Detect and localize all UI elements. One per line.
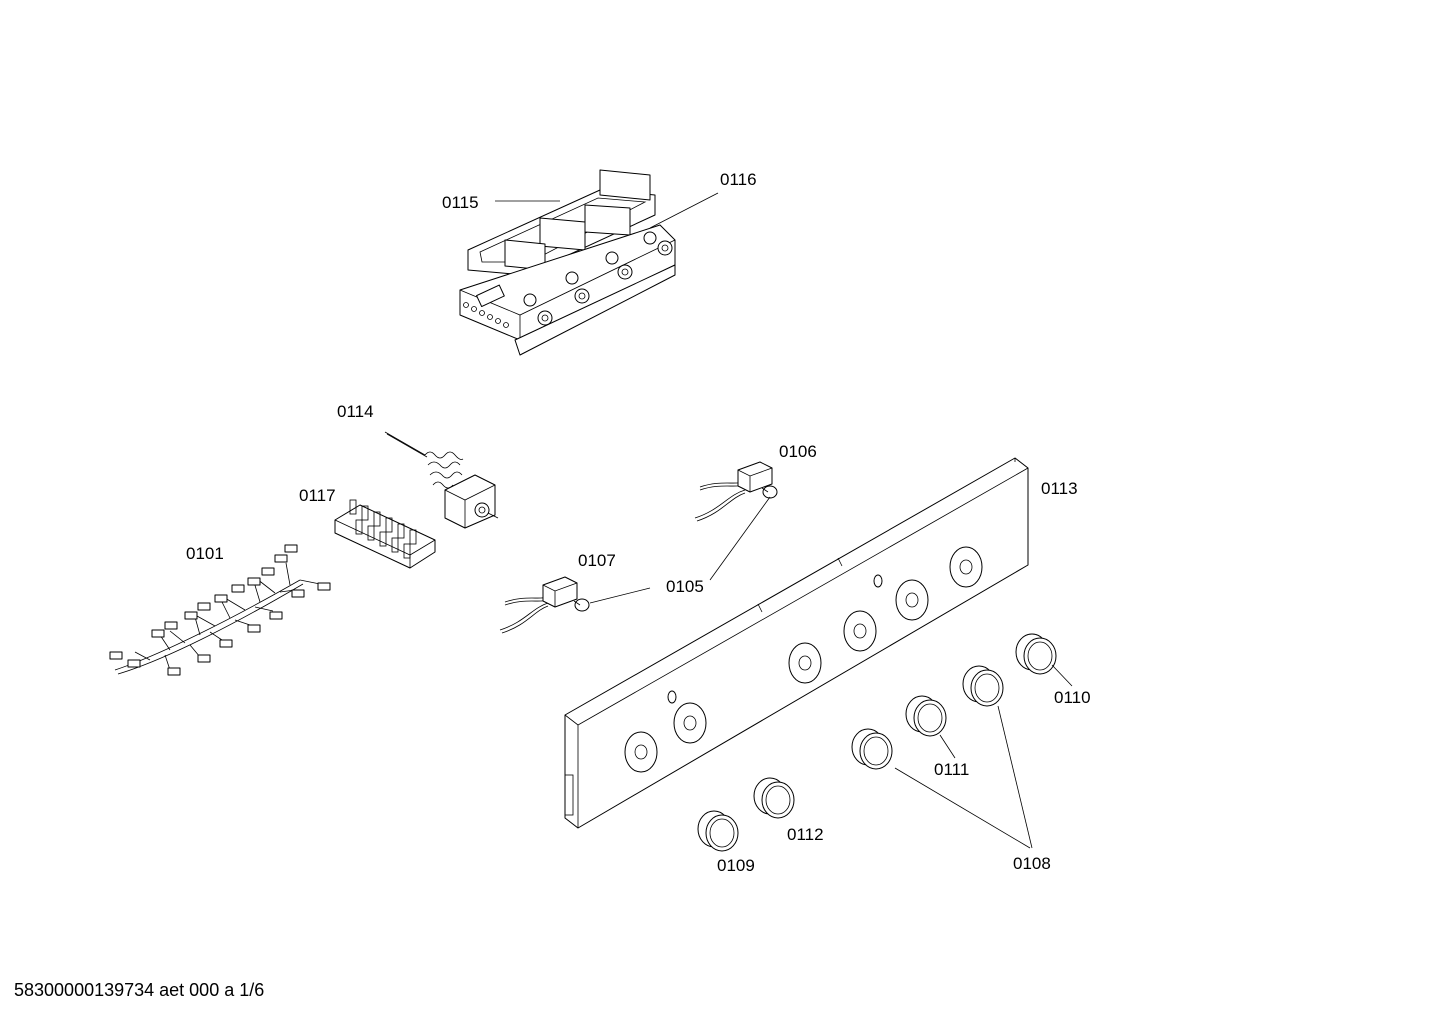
leader-0108-a	[894, 767, 1031, 849]
label-0101: 0101	[186, 544, 224, 563]
label-0106: 0106	[779, 442, 817, 461]
leader-0105-a	[589, 587, 651, 604]
label-0110: 0110	[1054, 688, 1091, 707]
knob-0108-a	[851, 728, 893, 770]
knob-0111	[905, 695, 947, 737]
leader-0111	[939, 734, 956, 759]
part-0114-thermostat	[384, 431, 499, 529]
label-0116: 0116	[720, 170, 757, 189]
knob-0109	[697, 810, 739, 852]
label-0115: 0115	[442, 193, 479, 212]
label-0114: 0114	[337, 402, 374, 421]
label-0117: 0117	[299, 486, 336, 505]
part-0117-terminal-block	[334, 499, 436, 569]
label-0108: 0108	[1013, 854, 1051, 873]
panel-knob-holes	[624, 546, 983, 773]
leader-0105-b	[709, 496, 771, 581]
part-0113-control-panel	[564, 457, 1029, 829]
label-0111: 0111	[934, 760, 969, 779]
knob-0112	[753, 777, 795, 819]
document-id: 58300000139734 aet 000 a 1/6	[14, 980, 265, 1000]
leader-0108-b	[997, 705, 1033, 849]
knob-0110	[1015, 633, 1057, 675]
part-0101-wiring-harness	[109, 544, 331, 676]
label-0105: 0105	[666, 577, 704, 596]
knob-0108-b	[962, 665, 1004, 707]
label-0112: 0112	[787, 825, 824, 844]
leader-0116	[649, 192, 719, 229]
part-0107-switch	[499, 576, 590, 634]
leader-0110	[1051, 664, 1073, 687]
label-0113: 0113	[1041, 479, 1078, 498]
part-0106-switch	[694, 461, 778, 522]
label-0107: 0107	[578, 551, 616, 570]
part-0115-0116-bracket-assembly	[459, 169, 676, 356]
label-0109: 0109	[717, 856, 755, 875]
